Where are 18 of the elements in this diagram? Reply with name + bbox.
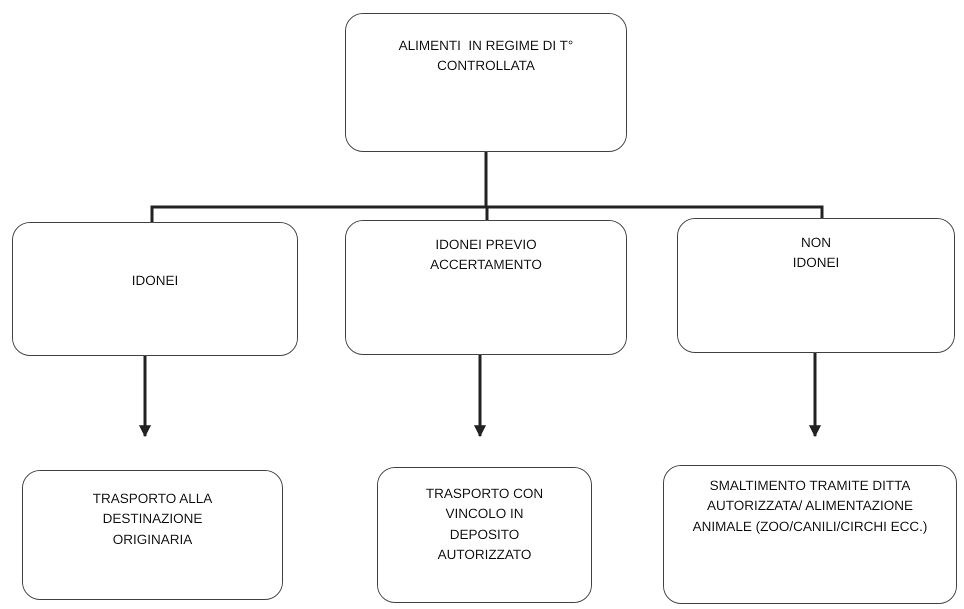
connector-line — [484, 152, 824, 218]
rounded-box — [12, 222, 298, 356]
box-text: SMALTIMENTO TRAMITE DITTA AUTORIZZATA/ ALIMENTAZIONE ANIMALE (ZOO/CANILI/CIRCHI ECC.) — [692, 477, 928, 536]
arrow — [809, 353, 821, 438]
box-text: NON IDONEI — [792, 234, 840, 272]
rounded-box — [377, 467, 592, 603]
rounded-box — [663, 465, 957, 604]
arrow — [474, 355, 486, 438]
box-text: IDONEI — [132, 272, 178, 290]
rounded-box — [345, 220, 627, 355]
rounded-box — [677, 218, 955, 353]
rounded-box — [22, 470, 283, 600]
box-text: ALIMENTI IN REGIME DI T° CONTROLLATA — [398, 37, 574, 76]
box-text: IDONEI PREVIO ACCERTAMENTO — [429, 236, 543, 274]
box-text: TRASPORTO CON VINCOLO IN DEPOSITO AUTORIZZATO — [424, 485, 544, 564]
rounded-box — [345, 13, 627, 152]
arrow — [139, 356, 151, 438]
box-text: TRASPORTO ALLA DESTINAZIONE ORIGINARIA — [92, 490, 214, 548]
